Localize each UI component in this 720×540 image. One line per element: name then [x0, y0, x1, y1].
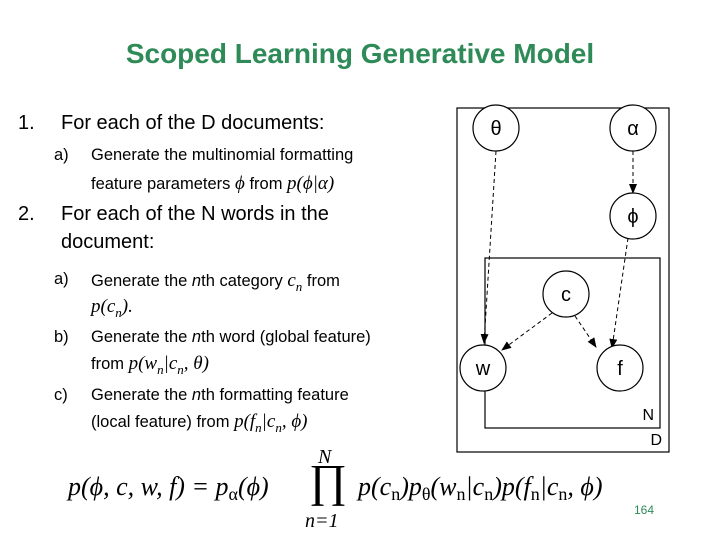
- step-2c-sub2: n: [275, 419, 282, 435]
- step-2-number: 2.: [18, 203, 35, 225]
- step-2b-p: p(w: [128, 353, 158, 374]
- step-1a-from: from: [249, 175, 283, 193]
- node-c-label: c: [561, 284, 571, 306]
- step-2c-line2: (local feature) from p(fn|cn, ϕ): [91, 411, 308, 436]
- equation-prod-top-text: N: [318, 446, 332, 468]
- step-2c-p: p(f: [234, 411, 256, 432]
- step-2c-prefix: Generate the: [91, 386, 188, 404]
- equation-prod-symbol: ∏: [309, 455, 347, 506]
- equation-lhs-text: p(ϕ, c, w, f) = p: [68, 472, 229, 501]
- step-2-line1: For each of the N words in the: [61, 203, 329, 225]
- equation-rhs-end: , ϕ): [567, 472, 603, 501]
- node-theta-label: θ: [490, 118, 501, 140]
- step-2b-mid: |c: [163, 353, 178, 374]
- equation-rhs-sub4: n: [484, 484, 494, 504]
- step-2b-prefix: Generate the: [91, 328, 188, 346]
- node-theta: [472, 104, 520, 152]
- node-alpha: [609, 104, 657, 152]
- step-1a-line1: Generate the multinomial formatting: [91, 146, 354, 164]
- step-2a-c-sub: n: [295, 278, 303, 294]
- plate-d-label: D: [650, 432, 662, 449]
- equation-lhs: p(ϕ, c, w, f) = pα(ϕ): [68, 472, 269, 504]
- step-1a-label: a): [54, 146, 69, 164]
- node-w: [459, 344, 507, 392]
- step-2c-sub1: n: [255, 419, 262, 435]
- equation-rhs-mid1: )p: [400, 472, 422, 501]
- step-2b-label: b): [54, 328, 69, 346]
- step-2a-p-end: ).: [121, 296, 133, 317]
- equation-rhs-p: p(c: [358, 472, 392, 501]
- step-1a-line2-prefix: feature parameters: [91, 175, 231, 193]
- equation-rhs-sub2: θ: [421, 484, 431, 504]
- step-2a-line2: p(cn).: [91, 296, 133, 321]
- step-2b-line1: Generate the nth word (global feature): [91, 328, 371, 347]
- step-2a-suffix: th category: [201, 272, 283, 290]
- step-1a-line2: feature parameters ϕ from p(ϕ|α): [91, 173, 334, 195]
- step-2c-math: p(fn|cn, ϕ): [234, 411, 308, 435]
- edge-c-to-f: [574, 315, 597, 348]
- equation-rhs: p(cn)pθ(wn|cn)p(fn|cn, ϕ): [358, 472, 603, 504]
- step-2a-p-sub: n: [115, 304, 122, 320]
- step-2-line2: document:: [61, 231, 155, 253]
- equation-prod-bottom-text: n=1: [305, 510, 339, 532]
- equation-prod-top: N: [318, 446, 331, 469]
- step-2c-from: (local feature) from: [91, 413, 230, 431]
- step-1-text: For each of the D documents:: [61, 112, 325, 134]
- equation-rhs-mid3: |c: [465, 472, 485, 501]
- step-2b-line2: from p(wn|cn, θ): [91, 353, 209, 378]
- equation-lhs-end: (ϕ): [237, 472, 269, 501]
- edge-phi-to-f: [609, 237, 629, 349]
- step-2a-c: c: [287, 270, 296, 291]
- step-2a-prefix: Generate the: [91, 272, 188, 290]
- plate-n-label: N: [642, 407, 654, 424]
- node-phi: [609, 192, 657, 240]
- step-2b-n: n: [191, 328, 202, 346]
- equation-rhs-mid5: |c: [539, 472, 559, 501]
- step-2a-label: a): [54, 270, 69, 288]
- step-2a-p: p(c: [91, 296, 116, 317]
- step-2b-from: from: [91, 355, 124, 373]
- node-alpha-label: α: [627, 118, 639, 140]
- step-1a-prob: p(ϕ|α): [287, 173, 335, 194]
- step-2c-mid: |c: [261, 411, 276, 432]
- node-w-label: w: [475, 358, 491, 380]
- equation-rhs-sub3: n: [456, 484, 466, 504]
- edge-theta-to-w: [480, 150, 497, 344]
- equation-rhs-sub6: n: [558, 484, 568, 504]
- plate-d: [456, 107, 670, 453]
- step-2b-math: p(wn|cn, θ): [128, 353, 209, 377]
- step-2a-line1: Generate the nth category cn from: [91, 270, 340, 295]
- equation-rhs-mid4: )p(f: [493, 472, 531, 501]
- step-2c-end: , ϕ): [281, 411, 308, 432]
- equation-prod-bottom: n=1: [305, 510, 339, 533]
- step-2a-n: n: [191, 272, 202, 290]
- step-1a-phi: ϕ: [235, 173, 245, 194]
- node-phi-label: ϕ: [627, 206, 638, 228]
- equation-rhs-mid2: (w: [430, 472, 457, 501]
- step-2c-n: n: [191, 386, 202, 404]
- step-2b-suffix: th word (global feature): [201, 328, 371, 346]
- node-c: [542, 270, 590, 318]
- page-number: 164: [634, 503, 655, 517]
- step-2c-suffix: th formatting feature: [201, 386, 349, 404]
- slide-title: Scoped Learning Generative Model: [125, 38, 595, 69]
- step-1-number: 1.: [18, 112, 35, 134]
- step-2a-cn: cn: [287, 270, 303, 294]
- step-2b-sub1: n: [157, 361, 164, 377]
- node-f-label: f: [617, 358, 623, 380]
- equation-rhs-sub5: n: [530, 484, 540, 504]
- step-2b-end: , θ): [183, 353, 209, 374]
- step-2c-line1: Generate the nth formatting feature: [91, 386, 349, 405]
- equation-lhs-sub: α: [228, 484, 238, 504]
- equation-rhs-sub1: n: [391, 484, 401, 504]
- edge-c-to-w: [501, 312, 553, 351]
- node-f: [596, 344, 644, 392]
- step-2b-sub2: n: [177, 361, 184, 377]
- step-2a-from: from: [306, 272, 340, 290]
- step-2c-label: c): [54, 386, 68, 404]
